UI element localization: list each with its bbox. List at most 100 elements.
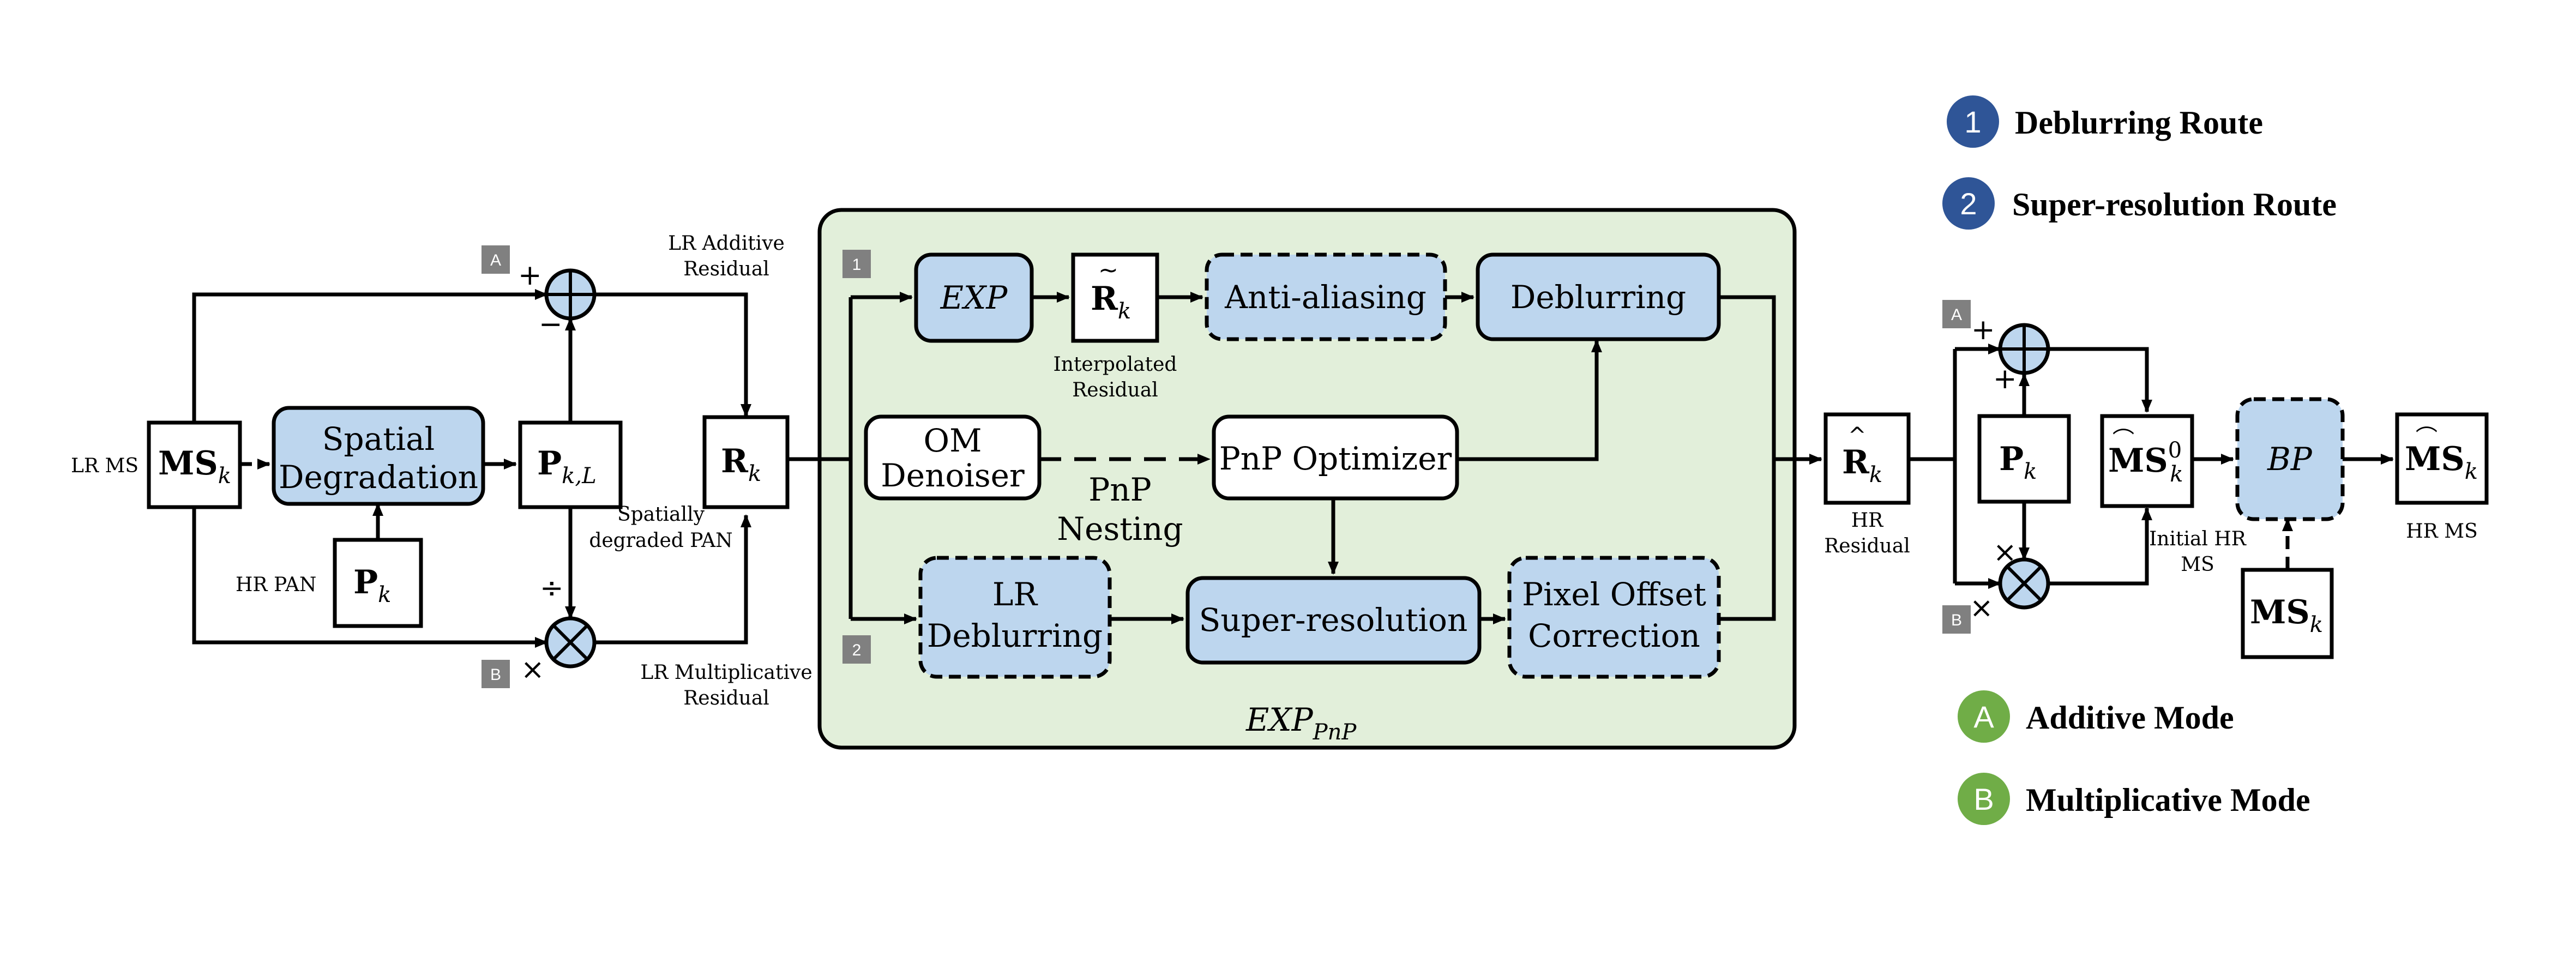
adder-left (544, 268, 597, 321)
legend-route-2: 2 Super-resolution Route (1942, 177, 2337, 230)
hr-res-label-2: Residual (1824, 535, 1910, 557)
svg-text:EXP: EXP (940, 279, 1008, 316)
box-ms-k: MSk (147, 420, 242, 509)
pnp-nesting-label-1: PnP (1088, 471, 1151, 508)
svg-text:MSk: MSk (158, 444, 231, 489)
svg-text:Pixel Offset: Pixel Offset (1522, 576, 1706, 613)
tag-a-left: A (482, 245, 510, 274)
svg-text:~: ~ (1098, 256, 1118, 284)
svg-text:B: B (490, 666, 501, 684)
om-denoiser-block: OM Denoiser (864, 414, 1042, 501)
multiplier-left (544, 616, 597, 669)
legend-route-1: 1 Deblurring Route (1947, 95, 2263, 148)
svg-text:Denoiser: Denoiser (881, 457, 1025, 494)
svg-text:2: 2 (852, 641, 862, 659)
svg-text:Super-resolution: Super-resolution (1199, 601, 1468, 639)
divide-sign-left: ÷ (540, 572, 564, 605)
box-r-hat: Rk ^ (1823, 412, 1911, 505)
tag-2-panel: 2 (842, 635, 871, 664)
hr-ms-label: HR MS (2406, 520, 2477, 543)
svg-text:OM: OM (924, 422, 982, 459)
right-adder-to-ms0-line (2048, 347, 2152, 413)
svg-text:⌒: ⌒ (2112, 428, 2134, 453)
box-r-tilde: Rk ~ (1071, 252, 1159, 343)
svg-text:1: 1 (1964, 105, 1981, 139)
lr-mul-res-label-1: LR Multiplicative (640, 661, 812, 684)
svg-text:Rk: Rk (721, 442, 761, 486)
multiplier-right (1998, 557, 2050, 610)
exp-pnp-label: EXPPnP (1245, 701, 1357, 745)
init-hr-label-1: Initial HR (2149, 528, 2247, 550)
svg-text:MSk: MSk (2250, 593, 2323, 637)
spatial-pan-label-2: degraded PAN (589, 529, 732, 552)
svg-text:^: ^ (1848, 423, 1867, 448)
svg-text:Multiplicative Mode: Multiplicative Mode (2026, 782, 2310, 818)
plus-sign-left: + (518, 259, 542, 292)
exp-block: EXP (914, 252, 1034, 343)
times-sign-right-2: × (1970, 592, 1994, 624)
legend-mode-b: B Multiplicative Mode (1958, 773, 2310, 825)
plus-sign-right-2: + (1993, 363, 2017, 395)
svg-text:Super-resolution Route: Super-resolution Route (2012, 186, 2337, 222)
spatial-pan-label-1: Spatially (617, 503, 705, 526)
adder-to-rk-line (594, 292, 751, 417)
svg-text:Pk,L: Pk,L (537, 444, 597, 489)
pnp-optimizer-block: PnP Optimizer (1212, 414, 1459, 501)
hr-res-label-1: HR (1851, 509, 1883, 532)
svg-text:A: A (490, 251, 501, 269)
deblurring-block: Deblurring (1476, 252, 1721, 341)
svg-text:Rk: Rk (1842, 443, 1882, 487)
svg-text:LR: LR (992, 576, 1039, 613)
svg-text:Rk: Rk (1091, 280, 1131, 324)
pnp-nesting-label-2: Nesting (1057, 510, 1183, 547)
plus-sign-right-1: + (1971, 314, 1995, 346)
bp-block: BP (2235, 397, 2345, 521)
init-hr-label-2: MS (2181, 553, 2214, 576)
svg-text:A: A (1973, 700, 1994, 734)
lr-mul-res-label-2: Residual (683, 687, 769, 709)
lr-deblurring-block: LR Deblurring (918, 556, 1112, 679)
box-p-k-right: Pk (1977, 414, 2071, 504)
svg-text:Correction: Correction (1528, 617, 1700, 654)
tag-1-panel: 1 (842, 250, 871, 278)
svg-text:Additive Mode: Additive Mode (2026, 700, 2234, 736)
lr-ms-label: LR MS (71, 455, 139, 477)
interp-res-label-1: Interpolated (1054, 353, 1177, 376)
ms-to-adder-line (192, 289, 548, 423)
svg-text:Degradation: Degradation (279, 459, 478, 496)
minus-sign-left: − (539, 308, 563, 341)
svg-text:⌒: ⌒ (2416, 425, 2437, 450)
svg-text:MSk: MSk (2405, 440, 2478, 484)
tag-b-right: B (1942, 605, 1971, 634)
svg-text:1: 1 (852, 256, 862, 274)
interp-res-label-2: Residual (1072, 379, 1158, 401)
box-ms-k-hr: MSk ⌒ (2395, 412, 2489, 505)
adder-right (1998, 323, 2050, 375)
lr-add-res-label-1: LR Additive (668, 232, 785, 255)
svg-text:Deblurring: Deblurring (1510, 279, 1686, 316)
tag-a-right: A (1942, 300, 1971, 328)
svg-text:2: 2 (1960, 186, 1977, 221)
deblur-out-line (1719, 295, 1776, 459)
pixel-out-line (1719, 459, 1776, 621)
spatial-degradation-block: Spatial Degradation (272, 406, 485, 506)
right-mult-to-ms0-line (2048, 507, 2152, 586)
svg-text:A: A (1951, 306, 1962, 324)
pnp-to-deblur-line (1457, 339, 1602, 461)
box-p-kl: Pk,L (518, 420, 623, 509)
svg-text:Pk: Pk (1999, 440, 2037, 484)
svg-text:BP: BP (2267, 441, 2313, 478)
svg-text:Deblurring Route: Deblurring Route (2015, 105, 2263, 141)
box-ms-k-bottom: MSk (2241, 568, 2334, 659)
svg-text:B: B (1951, 611, 1962, 629)
lr-add-res-label-2: Residual (683, 258, 769, 280)
times-sign-left: × (521, 653, 545, 686)
ms-to-multiplier-line (192, 507, 548, 648)
pixel-offset-block: Pixel Offset Correction (1507, 556, 1721, 679)
legend-mode-a: A Additive Mode (1958, 690, 2234, 743)
super-resolution-block: Super-resolution (1185, 576, 1482, 665)
